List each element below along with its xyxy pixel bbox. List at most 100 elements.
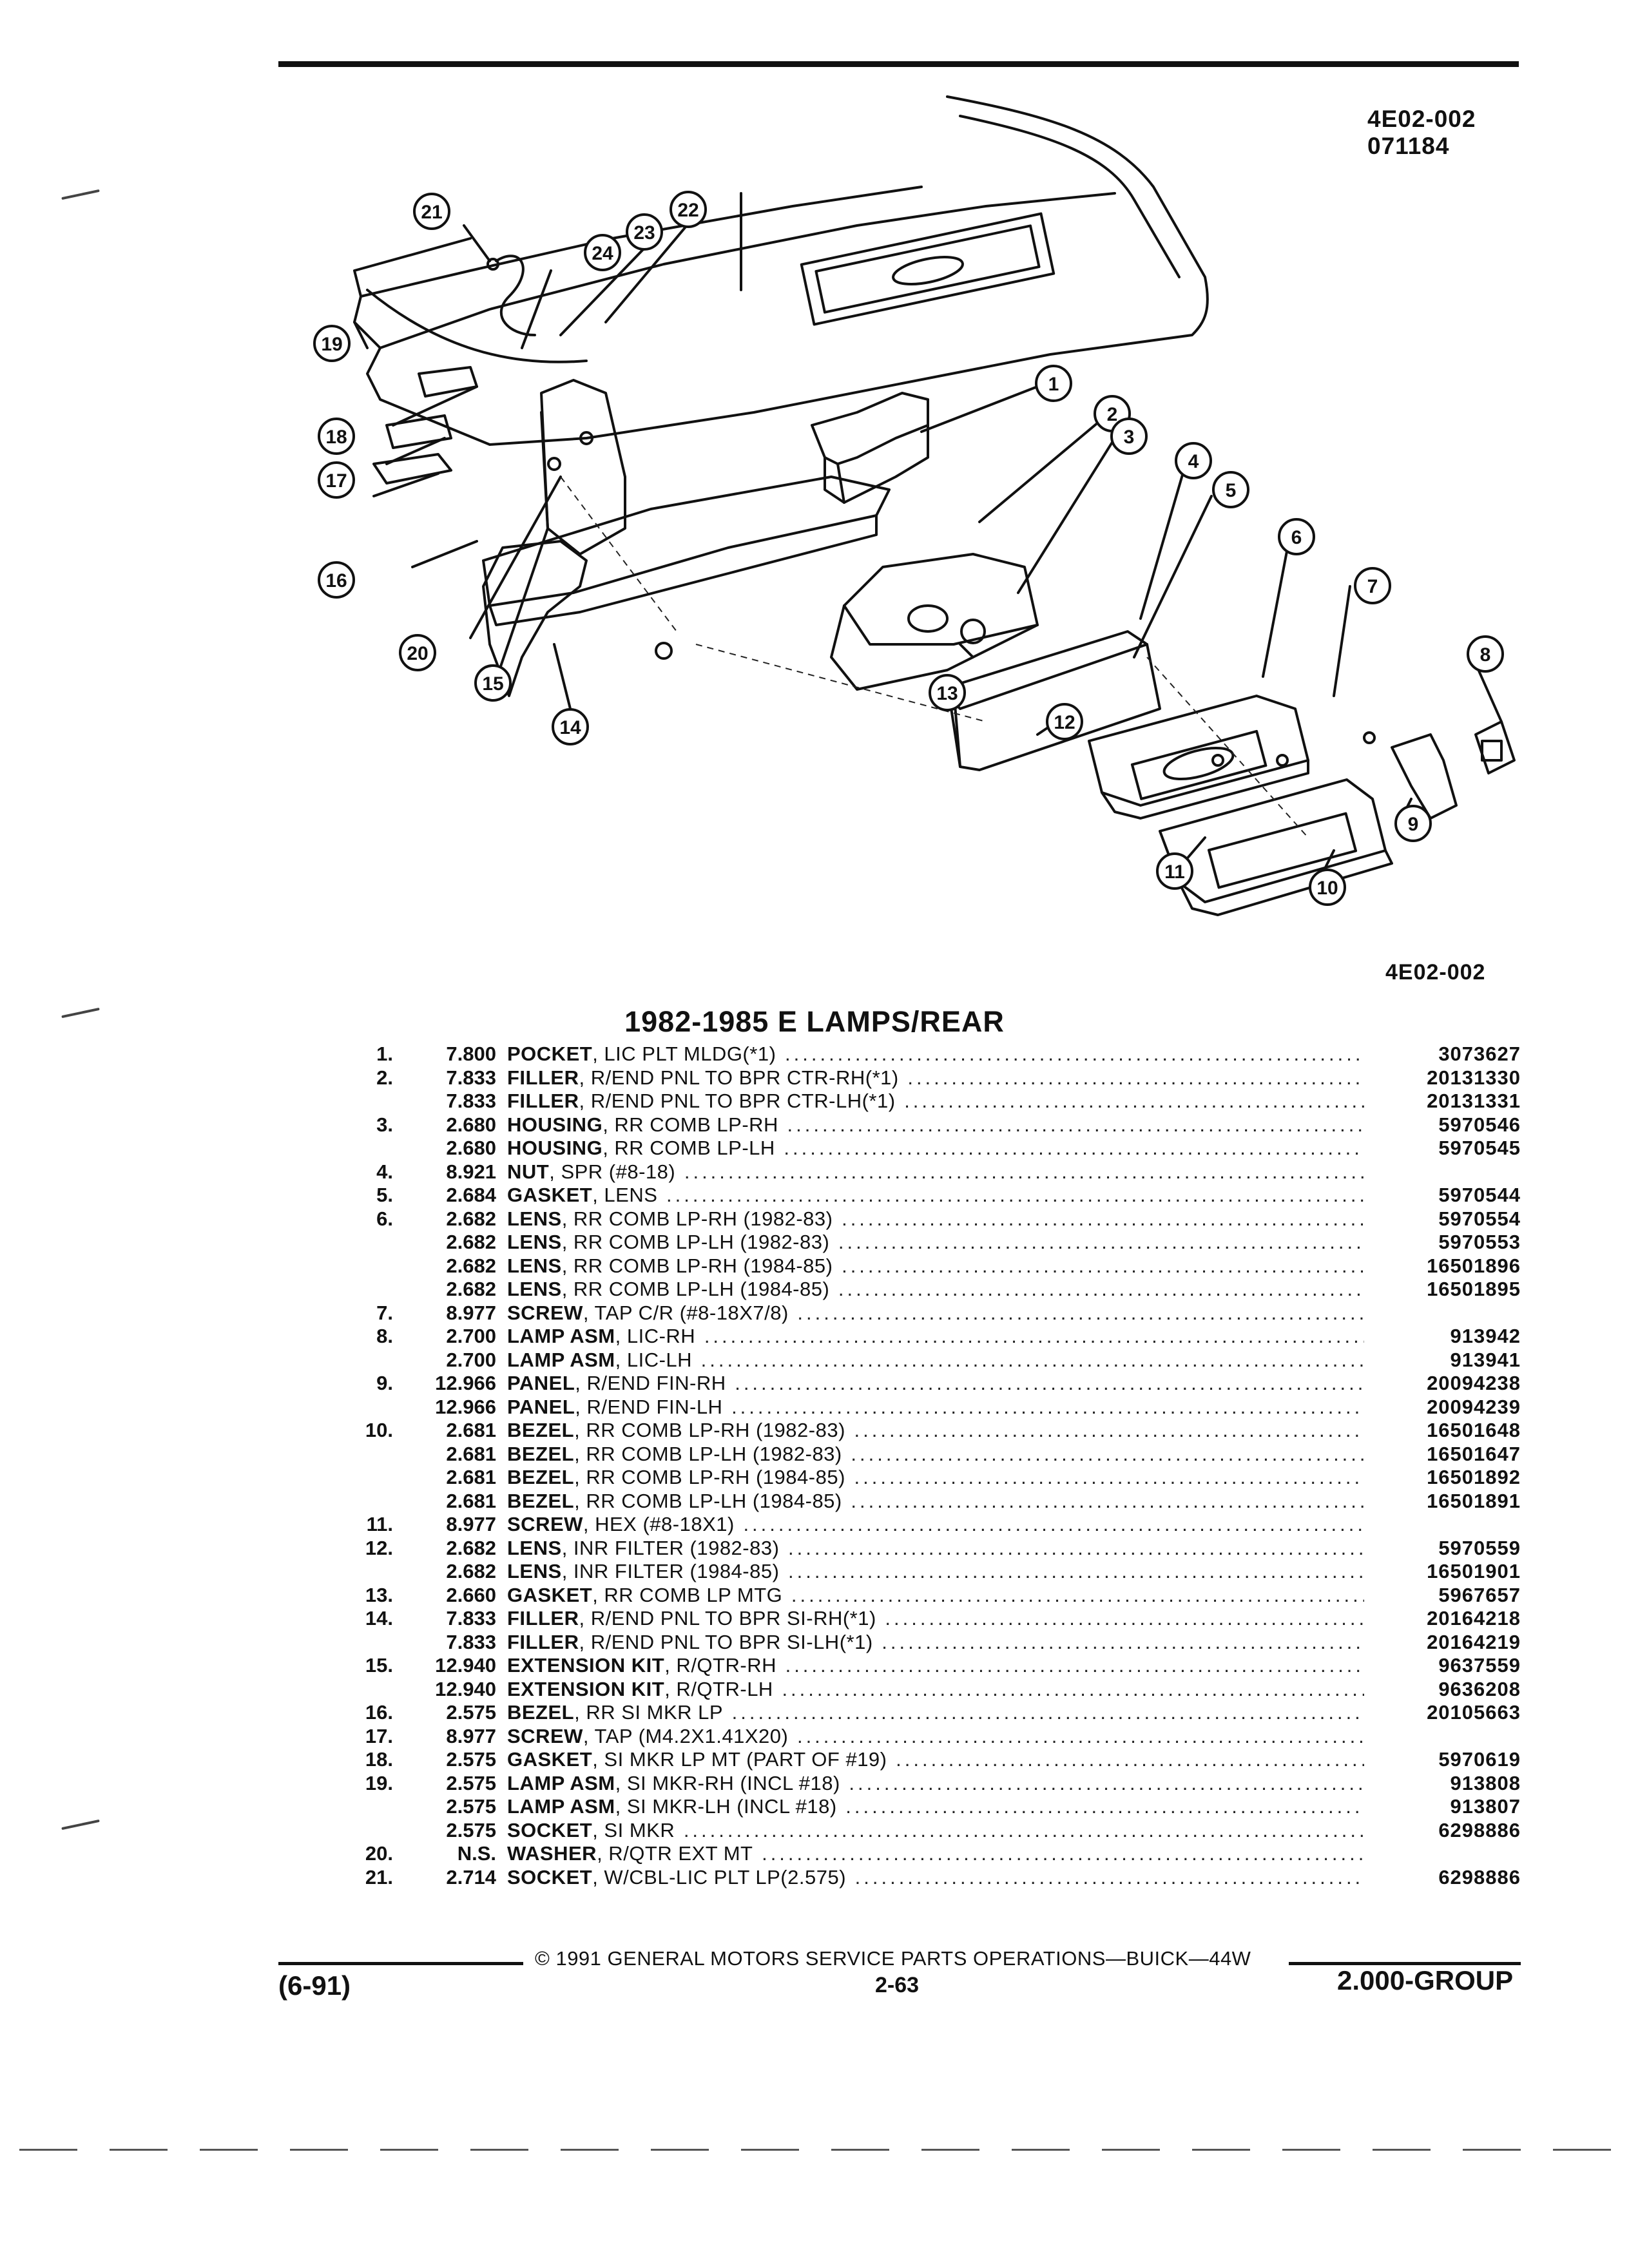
leader-dots: ........................................… (785, 1043, 1364, 1065)
item-number: 13. (365, 1583, 393, 1606)
part-name: BEZEL (507, 1442, 575, 1465)
leader-dots: ........................................… (735, 1372, 1364, 1394)
leader-dots: ........................................… (842, 1254, 1364, 1277)
leader-dots: ........................................… (907, 1066, 1364, 1089)
part-row: 2.681 BEZEL, RR COMB LP-RH (1984-85) ....… (348, 1466, 1527, 1490)
margin-mark (61, 1819, 100, 1831)
part-number: 913808 (1450, 1771, 1521, 1794)
group-number: 2.575 (446, 1748, 496, 1771)
callout-label: 22 (677, 200, 699, 221)
callout-label: 11 (1164, 861, 1185, 883)
part-number: 6298886 (1438, 1818, 1521, 1841)
part-name: BEZEL (507, 1419, 575, 1441)
group-number: 2.682 (446, 1254, 496, 1277)
group-number: 2.681 (446, 1466, 496, 1488)
part-description: PANEL, R/END FIN-LH ....................… (507, 1396, 1364, 1419)
reference-code: 4E02-002 (1367, 106, 1476, 132)
callout-17: 17 (318, 461, 355, 499)
leader-dots: ........................................… (762, 1842, 1364, 1865)
part-number: 5970544 (1438, 1184, 1521, 1206)
callout-label: 20 (407, 643, 428, 664)
leader-dots: ........................................… (731, 1395, 1364, 1418)
part-detail: , R/END PNL TO BPR SI-LH(*1) (579, 1630, 873, 1653)
callout-label: 14 (559, 717, 581, 738)
part-name: LENS (507, 1560, 562, 1582)
callout-11: 11 (1156, 852, 1193, 890)
part-description: FILLER, R/END PNL TO BPR CTR-RH(*1) ....… (507, 1066, 1364, 1090)
item-number: 17. (365, 1724, 393, 1747)
part-name: NUT (507, 1160, 550, 1183)
part-description: BEZEL, RR SI MKR LP ....................… (507, 1701, 1364, 1724)
leader-dots: ........................................… (838, 1231, 1364, 1253)
leader-dots: ........................................… (882, 1630, 1364, 1653)
callout-9: 9 (1394, 805, 1432, 842)
group-number: 2.714 (446, 1865, 496, 1888)
leader-dots: ........................................… (782, 1677, 1364, 1700)
leader-dots: ........................................… (731, 1701, 1364, 1724)
reference-codes: 4E02-002 071184 (1367, 106, 1476, 160)
group-number: 2.575 (446, 1701, 496, 1724)
callout-label: 3 (1124, 427, 1135, 448)
part-name: GASKET (507, 1748, 593, 1771)
callout-8: 8 (1467, 635, 1504, 673)
part-description: EXTENSION KIT, R/QTR-LH ................… (507, 1678, 1364, 1701)
part-description: SCREW, TAP (M4.2X1.41X20) ..............… (507, 1725, 1364, 1748)
part-number: 20164218 (1427, 1607, 1521, 1629)
part-number: 20131330 (1427, 1066, 1521, 1089)
part-description: LENS, INR FILTER (1984-85) .............… (507, 1560, 1364, 1583)
leader-dots: ........................................… (854, 1466, 1364, 1488)
callout-label: 21 (421, 202, 442, 223)
revision-date: (6-91) (278, 1970, 351, 2001)
group-number: 12.966 (435, 1395, 496, 1418)
part-detail: , RR COMB LP-LH (1984-85) (561, 1278, 830, 1300)
part-number: 913807 (1450, 1795, 1521, 1818)
part-description: FILLER, R/END PNL TO BPR SI-LH(*1) .....… (507, 1631, 1364, 1654)
part-number: 5970619 (1438, 1748, 1521, 1771)
leader-dots: ........................................… (743, 1513, 1364, 1535)
group-number: 2.682 (446, 1231, 496, 1253)
page-number: 2-63 (875, 1973, 920, 1997)
item-number: 4. (376, 1160, 393, 1183)
part-detail: , INR FILTER (1982-83) (561, 1536, 780, 1559)
group-number: 2.660 (446, 1583, 496, 1606)
item-number: 18. (365, 1748, 393, 1771)
part-name: SCREW (507, 1513, 583, 1535)
item-number: 7. (376, 1301, 393, 1324)
leader-dots: ........................................… (704, 1325, 1364, 1347)
callout-12: 12 (1046, 703, 1083, 740)
margin-mark (61, 189, 100, 200)
part-name: LAMP ASM (507, 1795, 615, 1818)
part-name: LENS (507, 1278, 562, 1300)
callout-5: 5 (1212, 471, 1249, 508)
part-description: BEZEL, RR COMB LP-RH (1982-83) .........… (507, 1419, 1364, 1442)
group-number: 2.700 (446, 1325, 496, 1347)
part-number: 5970546 (1438, 1113, 1521, 1136)
item-number: 14. (365, 1607, 393, 1629)
catalog-title: 1982-1985 E LAMPS/REAR (624, 1005, 1005, 1038)
part-description: BEZEL, RR COMB LP-RH (1984-85) .........… (507, 1466, 1364, 1489)
part-detail: , R/QTR-RH (664, 1654, 776, 1677)
leader-dots: ........................................… (851, 1489, 1364, 1512)
part-detail: , RR COMB LP-RH (1984-85) (561, 1254, 833, 1277)
date-code: 071184 (1367, 133, 1450, 159)
leader-dots: ........................................… (851, 1442, 1364, 1465)
part-name: FILLER (507, 1630, 579, 1653)
callout-label: 23 (633, 222, 655, 244)
callout-label: 9 (1408, 814, 1419, 835)
part-description: SOCKET, W/CBL-LIC PLT LP(2.575) ........… (507, 1866, 1364, 1889)
part-detail: , RR COMB LP MTG (592, 1583, 783, 1606)
callout-label: 10 (1316, 878, 1338, 899)
part-name: LENS (507, 1536, 562, 1559)
part-number: 16501648 (1427, 1419, 1521, 1441)
item-number: 2. (376, 1066, 393, 1089)
